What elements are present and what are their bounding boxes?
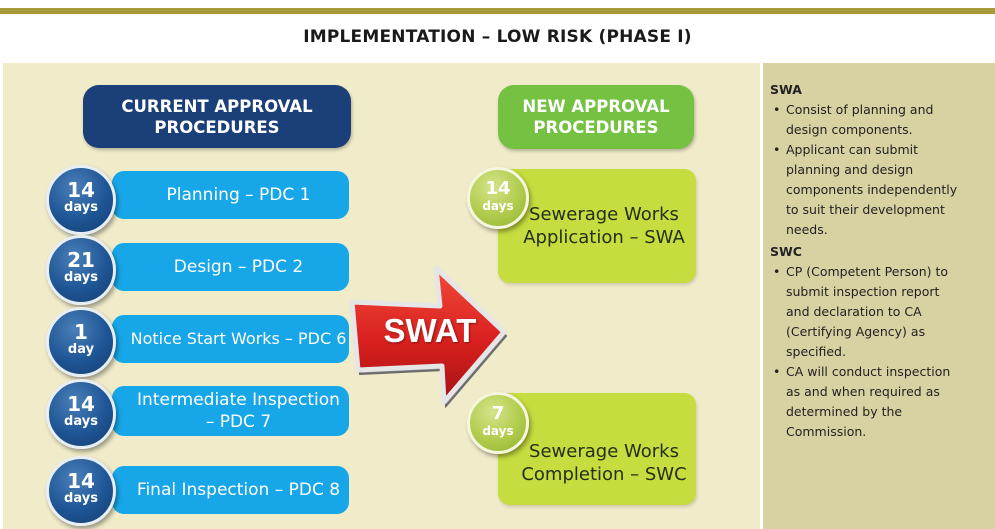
new-header-line2: PROCEDURES bbox=[533, 118, 659, 137]
days-unit: days bbox=[64, 491, 98, 506]
top-rule bbox=[0, 8, 995, 14]
step-label: Planning – PDC 1 bbox=[166, 185, 311, 205]
days-badge: 14 days bbox=[46, 165, 116, 235]
bullet-icon: • bbox=[773, 264, 781, 279]
step-label: Final Inspection – PDC 8 bbox=[136, 480, 341, 500]
days-number: 14 bbox=[485, 178, 511, 199]
bullet-line: CA will conduct inspection bbox=[786, 364, 951, 379]
days-number: 7 bbox=[491, 403, 505, 424]
bullet-line: components independently bbox=[786, 182, 958, 197]
bullet-line: (Certifying Agency) as bbox=[786, 324, 926, 339]
step-pill-notice-start-works: Notice Start Works – PDC 6 bbox=[112, 315, 349, 363]
new-header-line1: NEW APPROVAL bbox=[522, 97, 670, 116]
days-number: 14 bbox=[67, 469, 95, 493]
current-header-line2: PROCEDURES bbox=[154, 117, 280, 137]
days-unit: days bbox=[64, 414, 98, 429]
days-unit: days bbox=[64, 200, 98, 215]
step-label: – PDC 7 bbox=[205, 412, 272, 432]
section-heading-swa: SWA bbox=[770, 82, 802, 97]
swat-arrow-label: SWAT bbox=[383, 312, 477, 349]
new-procedures-header: NEW APPROVAL PROCEDURES bbox=[498, 85, 694, 149]
days-number: 21 bbox=[67, 248, 95, 272]
step-pill-planning: Planning – PDC 1 bbox=[112, 171, 349, 219]
bullet-line: Commission. bbox=[786, 424, 867, 439]
bullet-line: specified. bbox=[786, 344, 846, 359]
bullet-item: • Consist of planning and design compone… bbox=[770, 100, 992, 140]
bullet-icon: • bbox=[773, 142, 781, 157]
days-unit: days bbox=[482, 199, 514, 213]
side-notes: SWA • Consist of planning and design com… bbox=[770, 80, 992, 444]
new-step-label: Sewerage Works bbox=[529, 204, 679, 225]
new-step-label: Application – SWA bbox=[523, 227, 685, 248]
bullet-icon: • bbox=[773, 102, 781, 117]
step-pill-final-inspection: Final Inspection – PDC 8 bbox=[112, 466, 349, 514]
swc-bullet-list: • CP (Competent Person) to submit inspec… bbox=[770, 262, 992, 442]
swa-bullet-list: • Consist of planning and design compone… bbox=[770, 100, 992, 240]
current-procedures-header: CURRENT APPROVAL PROCEDURES bbox=[83, 85, 351, 148]
section-heading-swc: SWC bbox=[770, 244, 802, 259]
page-title: IMPLEMENTATION – LOW RISK (PHASE I) bbox=[303, 27, 692, 47]
days-unit: days bbox=[482, 424, 514, 438]
step-pill-intermediate-inspection: Intermediate Inspection – PDC 7 bbox=[112, 386, 349, 436]
bullet-line: CP (Competent Person) to bbox=[786, 264, 949, 279]
new-step-label: Sewerage Works bbox=[529, 441, 679, 462]
bullet-item: • CA will conduct inspection as and when… bbox=[770, 362, 992, 442]
step-label: Intermediate Inspection bbox=[137, 390, 340, 410]
bullet-item: • CP (Competent Person) to submit inspec… bbox=[770, 262, 992, 362]
days-number: 1 bbox=[74, 320, 88, 344]
days-badge: 14 days bbox=[46, 379, 116, 449]
bullet-line: to suit their development bbox=[786, 202, 945, 217]
bullet-icon: • bbox=[773, 364, 781, 379]
current-header-line1: CURRENT APPROVAL bbox=[121, 96, 313, 116]
bullet-line: Consist of planning and bbox=[786, 102, 934, 117]
bullet-line: determined by the bbox=[786, 404, 903, 419]
bullet-line: planning and design bbox=[786, 162, 914, 177]
bullet-line: needs. bbox=[786, 222, 828, 237]
days-unit: days bbox=[64, 270, 98, 285]
days-badge: 21 days bbox=[46, 235, 116, 305]
swat-arrow-icon bbox=[349, 265, 508, 409]
bullet-item: • Applicant can submit planning and desi… bbox=[770, 140, 992, 240]
days-badge: 1 day bbox=[46, 307, 116, 377]
new-step-swc: Sewerage Works Completion – SWC bbox=[498, 393, 696, 505]
days-number: 14 bbox=[67, 392, 95, 416]
new-step-label: Completion – SWC bbox=[521, 464, 687, 485]
step-pill-design: Design – PDC 2 bbox=[112, 243, 349, 291]
days-badge: 14 days bbox=[46, 456, 116, 526]
bullet-line: Applicant can submit bbox=[786, 142, 919, 157]
step-label: Design – PDC 2 bbox=[173, 257, 304, 277]
bullet-line: design components. bbox=[786, 122, 913, 137]
days-unit: day bbox=[67, 342, 95, 357]
side-panel bbox=[763, 63, 995, 529]
days-badge: 7 days bbox=[467, 392, 529, 454]
bullet-line: submit inspection report bbox=[786, 284, 940, 299]
step-label: Notice Start Works – PDC 6 bbox=[130, 329, 347, 348]
bullet-line: as and when required as bbox=[786, 384, 940, 399]
bullet-line: and declaration to CA bbox=[786, 304, 922, 319]
new-step-swa: Sewerage Works Application – SWA bbox=[498, 169, 696, 283]
days-badge: 14 days bbox=[467, 167, 529, 229]
days-number: 14 bbox=[67, 178, 95, 202]
